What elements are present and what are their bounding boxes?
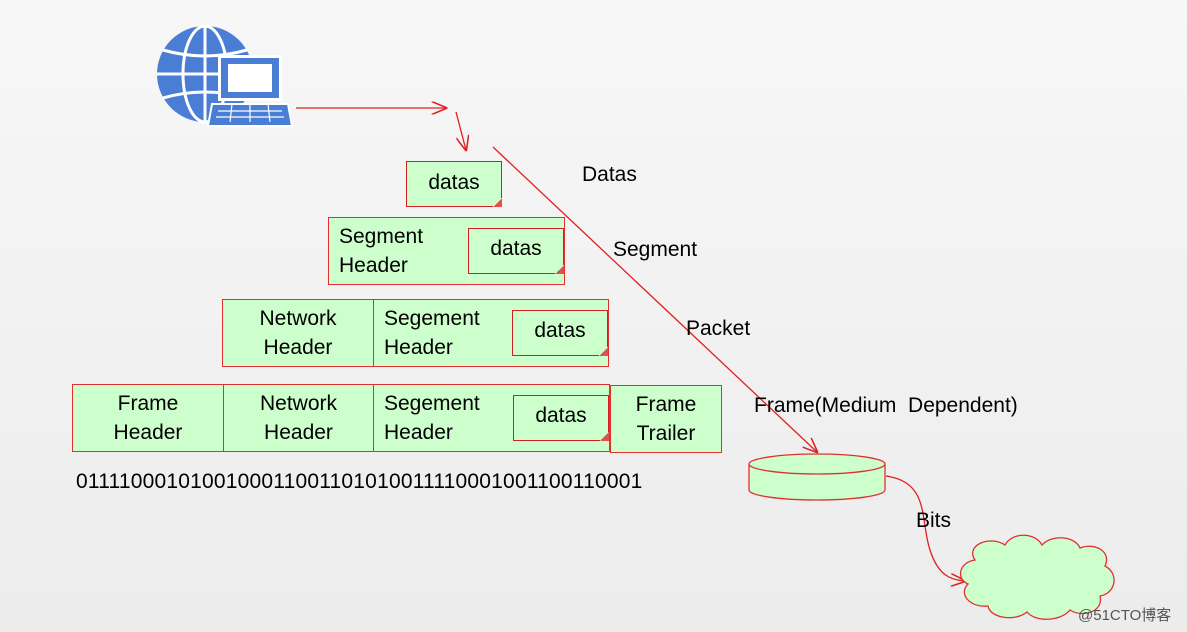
segment-header-line1: Segment [339, 225, 424, 248]
network-header-line1: Network [259, 392, 338, 415]
frame-trailer-line2: Trailer [636, 422, 696, 445]
label-bits: Bits [916, 509, 952, 532]
frame-trailer-line1: Frame [635, 393, 697, 416]
arrow-bits-curve [885, 475, 965, 581]
frame-network-header-cell: Network Header [223, 384, 374, 452]
label-packet: Packet [686, 317, 751, 340]
datas-block: datas [406, 161, 502, 207]
network-header-line1: Network [259, 307, 337, 330]
segment-header-line2: Header [384, 421, 453, 444]
globe-laptop-icon [157, 24, 294, 127]
network-header-line2: Header [263, 336, 333, 359]
label-datas: Datas [582, 163, 637, 186]
segment-header-line2: Header [339, 254, 408, 277]
segment-datas: datas [468, 228, 564, 274]
cloud-network-icon [959, 534, 1115, 620]
packet-datas: datas [512, 310, 608, 356]
arrow-down-to-datas [455, 111, 466, 150]
watermark: @51CTO博客 [1078, 607, 1172, 624]
label-segment: Segment [613, 238, 698, 261]
segment-header-line2: Header [384, 336, 453, 359]
segment-header-cell: Segment Header [329, 218, 564, 284]
frame-header-line1: Frame [117, 392, 179, 415]
bit-string: 0111100010100100011001101010011110001001… [76, 470, 643, 493]
arrow-diagonal-encapsulation [492, 146, 817, 452]
network-header-cell: Network Header [222, 299, 374, 367]
label-frame: Frame(Medium Dependent) [754, 394, 1018, 417]
frame-trailer-cell: Frame Trailer [610, 385, 722, 453]
segment-header-line1: Segement [384, 392, 480, 415]
frame-header-line2: Header [113, 421, 183, 444]
segment-header-line1: Segement [384, 307, 480, 330]
frame-header-cell: Frame Header [72, 384, 224, 452]
cylinder-medium-icon [748, 453, 886, 501]
network-header-line2: Header [264, 421, 333, 444]
frame-datas: datas [513, 395, 609, 441]
